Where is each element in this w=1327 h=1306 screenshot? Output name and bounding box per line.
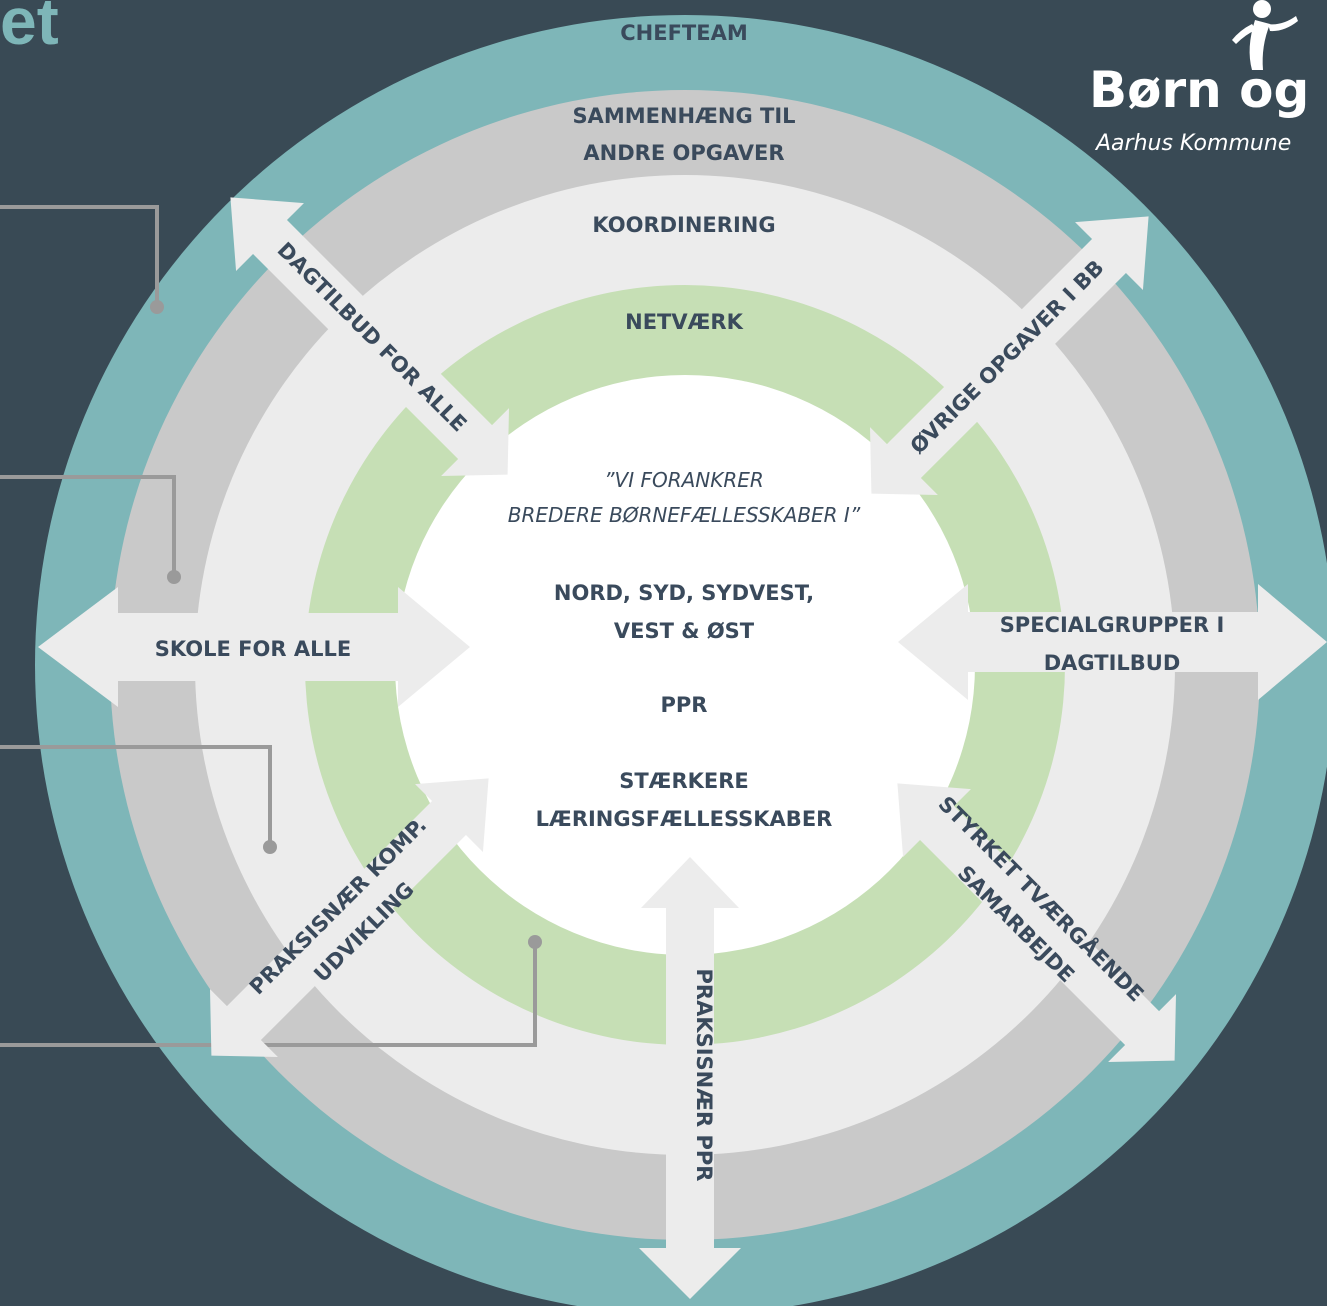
center-quote-line2: BREDERE BØRNEFÆLLESSKABER I”: [508, 503, 861, 527]
arrow-right: [898, 584, 1327, 700]
ring-label-fourth: NETVÆRK: [625, 310, 743, 334]
arrow-label-right-line1: SPECIALGRUPPER I: [1000, 613, 1225, 637]
logo-subtitle: Aarhus Kommune: [1094, 131, 1291, 156]
center-strong-line2: LÆRINGSFÆLLESSKABER: [536, 807, 833, 831]
arrow-left: [38, 587, 470, 707]
arrow-label-right-line2: DAGTILBUD: [1044, 651, 1181, 675]
logo: Børn og U Aarhus Kommune: [1089, 0, 1327, 156]
ring-label-second-line2: ANDRE OPGAVER: [583, 141, 784, 165]
connector-lines: [0, 205, 537, 1047]
center-quote-line1: ”VI FORANKRER: [604, 468, 764, 492]
center-areas-line1: NORD, SYD, SYDVEST,: [554, 581, 814, 605]
connector-line-3: [0, 745, 272, 847]
connector-line-2: [0, 475, 176, 577]
ring-center: [395, 375, 975, 955]
ring-label-third: KOORDINERING: [592, 213, 775, 237]
arrow-upper-left: [230, 197, 510, 477]
connector-dot-1: [150, 300, 164, 314]
arrow-upper-right: [869, 216, 1149, 496]
arrow-lower-right: [897, 783, 1177, 1063]
connector-line-4: [0, 942, 537, 1047]
connector-dot-2: [167, 570, 181, 584]
logo-figure-icon: [1232, 0, 1298, 70]
connector-dots: [150, 300, 542, 949]
ring-label-second-line1: SAMMENHÆNG TIL: [572, 104, 795, 128]
arrow-label-bottom: PRAKSISNÆR PPR: [692, 969, 716, 1182]
arrow-bottom: [639, 857, 741, 1299]
connector-dot-3: [263, 840, 277, 854]
center-areas-line2: VEST & ØST: [614, 619, 755, 643]
connector-dot-4: [528, 935, 542, 949]
arrow-lower-left: [209, 778, 489, 1058]
ring-label-outer: CHEFTEAM: [620, 21, 748, 45]
center-strong-line1: STÆRKERE: [619, 769, 749, 793]
center-ppr: PPR: [661, 693, 708, 717]
arrows: [38, 197, 1327, 1299]
page-title-fragment: et: [0, 0, 59, 58]
logo-name: Børn og U: [1089, 61, 1327, 119]
arrow-label-left: SKOLE FOR ALLE: [155, 637, 351, 661]
connector-line-1: [0, 205, 159, 307]
